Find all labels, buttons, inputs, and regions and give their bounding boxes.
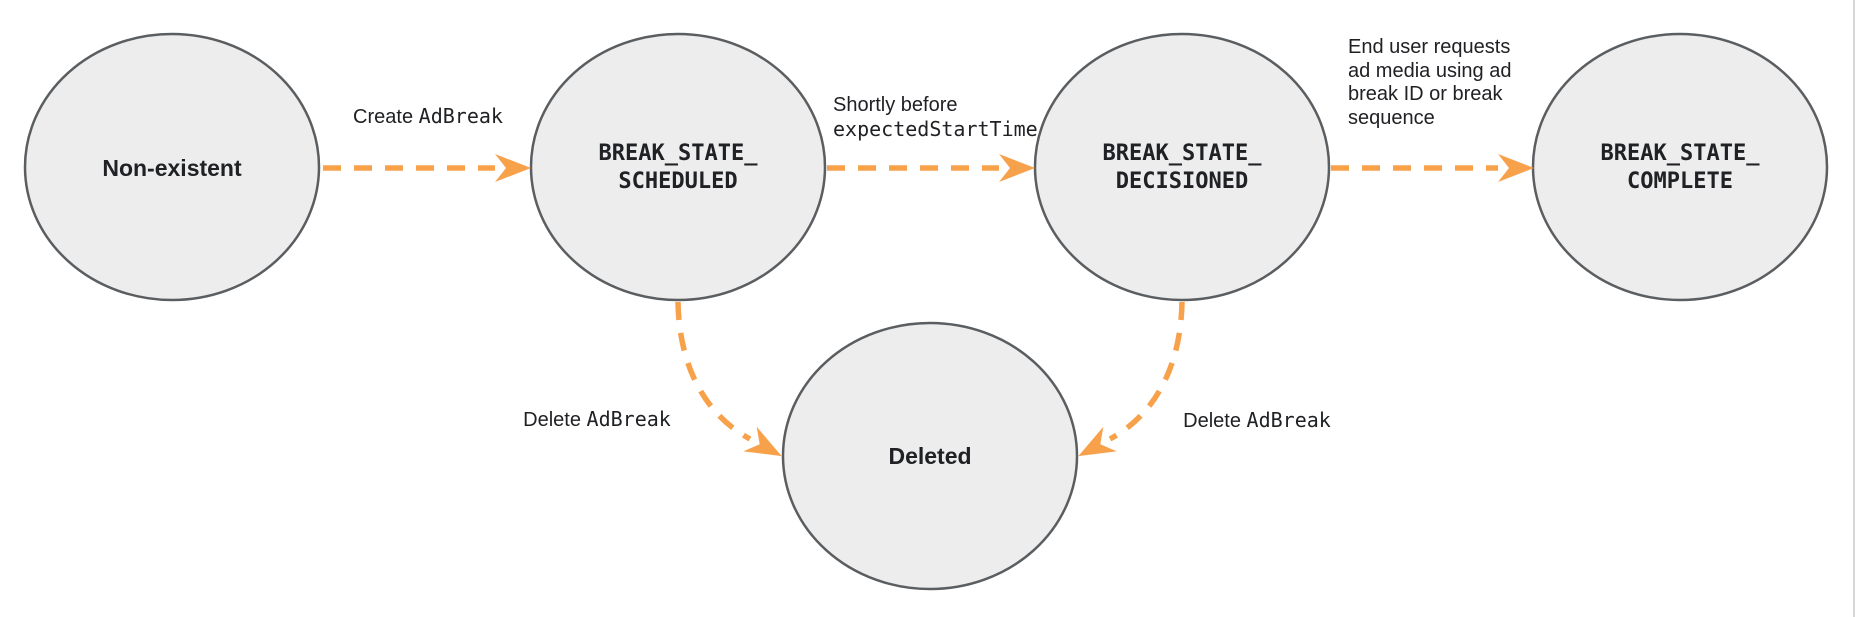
edge-label-end-user-requests-line1: End user requests xyxy=(1348,36,1511,58)
node-label-deleted: Deleted xyxy=(888,443,972,469)
page-edge-divider xyxy=(1853,0,1855,617)
edge-arrow-delete-from-scheduled xyxy=(675,301,782,457)
node-label-decisioned-line1: BREAK_STATE_ xyxy=(1102,141,1262,166)
node-ellipse-non-existent xyxy=(23,32,321,302)
edge-label-end-user-requests-line2: ad media using ad xyxy=(1348,59,1512,82)
edge-label-delete-adbreak-left: Delete AdBreak xyxy=(523,406,671,433)
edge-label-delete-right-mono: AdBreak xyxy=(1246,407,1331,432)
edge-label-end-user-requests: End user requests ad media using ad brea… xyxy=(1348,36,1511,130)
edge-label-end-user-requests-line4: sequence xyxy=(1348,106,1435,129)
edge-label-create-adbreak-sans: Create xyxy=(353,105,419,128)
edge-label-create-adbreak: Create AdBreak xyxy=(353,103,503,130)
node-label-scheduled-line1: BREAK_STATE_ xyxy=(598,141,758,166)
node-label-complete-line1: BREAK_STATE_ xyxy=(1600,141,1760,166)
node-ellipse-scheduled xyxy=(529,32,827,302)
edge-arrow-delete-from-decisioned xyxy=(1078,301,1185,457)
node-ellipse-deleted xyxy=(781,321,1079,591)
edge-label-shortly-before: Shortly before expectedStartTime xyxy=(833,94,1038,141)
node-label-decisioned-line2: DECISIONED xyxy=(1115,169,1249,194)
edge-label-delete-right-sans: Delete xyxy=(1183,409,1247,432)
edge-label-delete-left-mono: AdBreak xyxy=(586,406,671,431)
edge-label-shortly-before-line2: expectedStartTime xyxy=(833,116,1038,141)
node-ellipse-decisioned xyxy=(1033,32,1331,302)
node-label-decisioned: BREAK_STATE_ DECISIONED xyxy=(1103,140,1262,196)
edge-label-delete-left-sans: Delete xyxy=(523,408,587,431)
node-label-scheduled: BREAK_STATE_ SCHEDULED xyxy=(599,140,758,196)
node-label-non-existent: Non-existent xyxy=(102,155,242,181)
node-label-scheduled-line2: SCHEDULED xyxy=(618,169,738,194)
edge-label-create-adbreak-mono: AdBreak xyxy=(418,103,503,128)
edge-label-delete-adbreak-right: Delete AdBreak xyxy=(1183,407,1331,434)
node-label-complete-line2: COMPLETE xyxy=(1627,169,1733,194)
edge-label-end-user-requests-line3: break ID or break xyxy=(1348,83,1503,105)
node-label-complete: BREAK_STATE_ COMPLETE xyxy=(1601,140,1760,196)
edge-label-shortly-before-line1: Shortly before xyxy=(833,94,958,116)
